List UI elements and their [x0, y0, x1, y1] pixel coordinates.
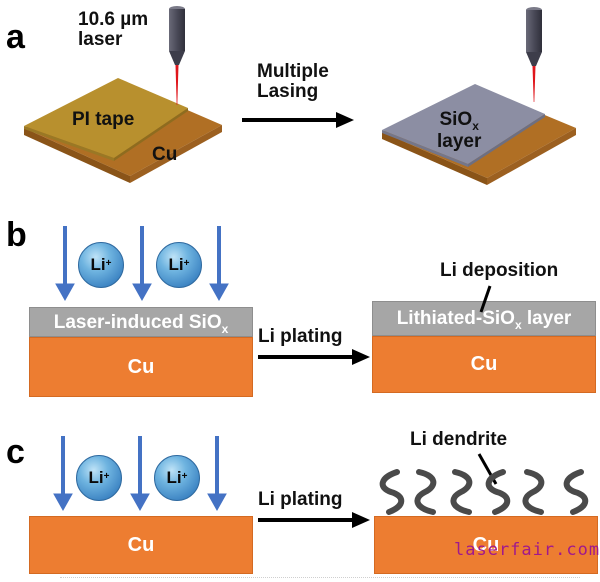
panel-c-letter: c [6, 433, 25, 471]
multiple-word: Multiple [257, 61, 329, 82]
cu-slab-front-right [382, 132, 487, 185]
cu-slab-side-right [487, 128, 576, 185]
cu-label-a: Cu [152, 144, 178, 165]
li-deposition-label: Li deposition [440, 260, 559, 281]
down-arrow-head [130, 493, 150, 512]
laser-word: laser [78, 28, 123, 50]
multiple-lasing-arrow [242, 112, 354, 128]
cu-substrate-b-left: Cu [29, 337, 253, 397]
siox-layer-front [382, 130, 468, 167]
cu-slab-front [24, 128, 130, 183]
li-plating-label-b: Li plating [258, 326, 343, 347]
layer-word-b: layer [521, 308, 572, 329]
dendrite [485, 469, 511, 515]
panel-b-letter: b [6, 216, 27, 254]
lithiated-siox-text: Lithiated-SiO [396, 308, 515, 329]
li-ion-icon: Li+ [156, 242, 202, 288]
cu-slab-side [130, 125, 222, 183]
down-arrow-head [207, 493, 227, 512]
multiple-lasing-label: Multiple Lasing [257, 62, 329, 102]
watermark: laserfair.com [454, 540, 600, 560]
li-plating-label-c: Li plating [258, 489, 343, 510]
li-flux-arrows-b [55, 226, 229, 302]
caption-fragment [60, 577, 580, 580]
pi-tape-top [24, 78, 188, 158]
cu-substrate-b-right: Cu [372, 336, 596, 393]
siox-text: SiO [439, 109, 473, 130]
siox-subscript: x [472, 118, 479, 133]
cu-substrate-c-right: Cu [374, 516, 598, 574]
laser-nozzle-icon-right [526, 7, 542, 102]
li-deposition-callout-line [479, 285, 492, 313]
panel-a-letter: a [6, 18, 25, 56]
li-ion-icon: Li+ [154, 455, 200, 501]
laser-nozzle-icon [169, 6, 185, 105]
dendrite [414, 469, 437, 515]
siox-layer-edge [468, 114, 545, 167]
pi-tape-front [24, 126, 114, 161]
li-dendrite-label: Li dendrite [410, 429, 508, 450]
cu-label: Cu [127, 356, 155, 378]
pi-tape-label: PI tape [72, 109, 135, 130]
layer-word: layer [437, 131, 482, 153]
li-ion-icon: Li+ [76, 455, 122, 501]
li-plating-arrow-c [258, 512, 370, 528]
laser-wavelength: 10.6 µm [78, 9, 149, 30]
siox-layer-text: Laser-induced SiO [53, 312, 222, 333]
dendrite [450, 469, 473, 515]
cu-label: Cu [470, 353, 498, 375]
siox-layer-label: SiOx layer [437, 110, 481, 152]
siox-layer-top [382, 84, 545, 164]
down-arrow-head [132, 283, 152, 302]
pi-tape-on-cu-illustration [24, 78, 222, 183]
cu-label: Cu [127, 534, 155, 556]
siox-layer-subscript: x [221, 321, 229, 336]
down-arrow-head [209, 283, 229, 302]
down-arrow-head [53, 493, 73, 512]
dendrite [522, 469, 545, 515]
lithiated-siox-subscript: x [514, 317, 522, 332]
down-arrow-head [55, 283, 75, 302]
laser-induced-siox-layer: Laser-induced SiOx [29, 307, 253, 337]
li-flux-arrows-c [53, 436, 227, 512]
cu-substrate-c-left: Cu [29, 516, 253, 574]
dendrite [379, 469, 405, 515]
lasing-word: Lasing [257, 80, 319, 102]
li-dendrites [379, 469, 589, 515]
li-plating-arrow-b [258, 349, 370, 365]
pi-tape-edge [114, 108, 188, 161]
cu-label: Cu [472, 534, 500, 556]
siox-on-cu-illustration [382, 84, 576, 185]
laser-label: 10.6 µm laser [78, 10, 148, 50]
li-ion-icon: Li+ [78, 242, 124, 288]
dendrite [563, 469, 589, 515]
